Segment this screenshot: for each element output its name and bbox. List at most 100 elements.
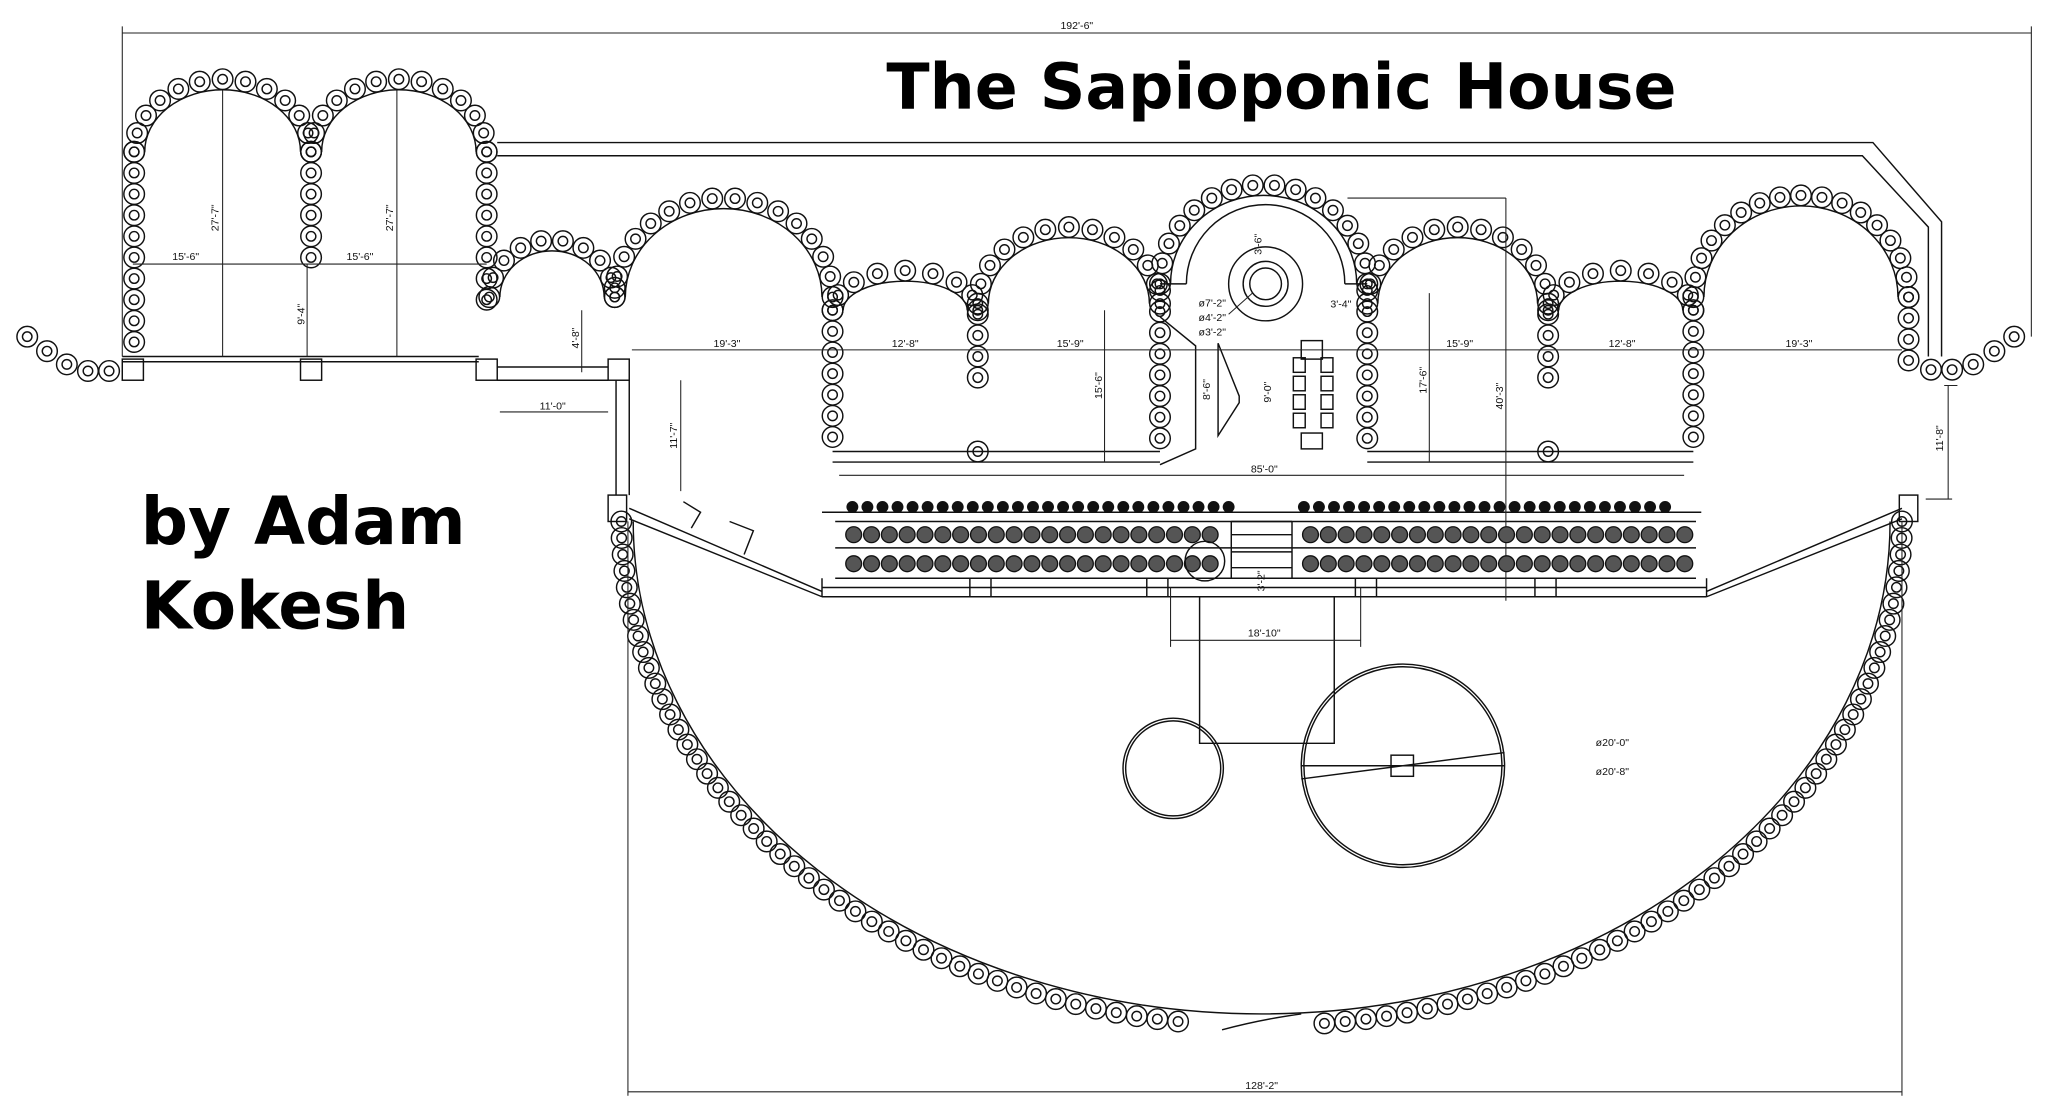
tire-outer: [1220, 178, 1243, 201]
tire-outer: [821, 425, 844, 449]
tire: [1682, 341, 1705, 364]
tire: [1824, 733, 1847, 756]
tire-inner: [1774, 191, 1786, 203]
tire: [1336, 214, 1359, 237]
tire-inner: [128, 294, 140, 306]
planter-dark: [1313, 501, 1325, 513]
tire-outer: [1148, 342, 1172, 365]
tire: [1849, 201, 1872, 224]
tire: [821, 404, 844, 427]
tire: [912, 938, 935, 961]
tire-outer: [123, 330, 146, 353]
tire: [1637, 262, 1660, 285]
tire-inner: [1662, 905, 1674, 917]
tire: [659, 703, 682, 726]
tire-inner: [1666, 276, 1678, 288]
planter-dark: [1583, 501, 1596, 513]
tire-outer: [993, 238, 1016, 261]
tree: [1184, 540, 1226, 582]
tire: [1148, 292, 1172, 315]
tire-outer: [618, 592, 641, 615]
tire-inner: [611, 270, 623, 282]
tire-outer: [624, 227, 647, 250]
tire-inner: [1830, 739, 1842, 751]
planter-dark: [1448, 501, 1461, 513]
dim-dia-inner: ø3'-2": [1199, 326, 1227, 338]
planter-dark: [951, 501, 964, 513]
tire-outer: [1423, 218, 1446, 241]
tire-outer: [1416, 997, 1439, 1020]
dim-pond-diameter-1: ø20'-0": [1596, 737, 1630, 749]
tire-outer: [76, 359, 99, 383]
arch-line: [499, 250, 605, 298]
plant: [1355, 526, 1373, 544]
tire-inner: [735, 809, 747, 821]
tire-outer: [783, 855, 806, 878]
dim-greenhouse-length: 85'-0": [1251, 464, 1278, 476]
tire-outer: [1558, 271, 1581, 294]
tire-inner: [279, 95, 291, 106]
dim-bottom-width: 128'-2": [1245, 1080, 1278, 1092]
tire-inner: [1172, 1016, 1184, 1027]
plant: [952, 555, 970, 573]
dim-left-arch-width-1: 15'-6": [172, 251, 199, 263]
tire: [978, 254, 1002, 277]
tire: [300, 204, 323, 227]
tire: [1609, 259, 1632, 282]
tire-inner: [643, 662, 655, 674]
tire-outer: [149, 89, 172, 112]
tire: [821, 362, 844, 385]
tire-inner: [1737, 848, 1749, 860]
tire-outer: [551, 230, 574, 253]
tire: [967, 962, 990, 985]
tire-outer: [921, 262, 944, 285]
tire-outer: [1783, 790, 1806, 813]
tire: [1688, 878, 1711, 901]
tire-outer: [821, 362, 844, 385]
planter-dark: [1087, 501, 1100, 513]
tire-outer: [894, 259, 917, 282]
planter-dark: [1463, 501, 1476, 513]
tire: [1815, 748, 1838, 771]
dim-hearth-gap: 3'-4": [1330, 299, 1351, 311]
tire-outer: [812, 878, 835, 901]
tire-outer: [1148, 363, 1172, 386]
tire: [492, 249, 515, 272]
tire: [613, 245, 636, 268]
tire-inner: [1874, 646, 1886, 658]
tire-inner: [1764, 823, 1776, 834]
planter-dark: [1011, 501, 1024, 513]
tire: [1025, 982, 1048, 1005]
tire-outer: [300, 183, 323, 206]
tire-outer: [1167, 1010, 1190, 1033]
planter-dark: [1388, 501, 1401, 513]
plant: [1148, 526, 1166, 544]
tire: [667, 718, 690, 741]
tire-outer: [1833, 718, 1856, 741]
tire-outer: [1263, 174, 1286, 197]
tire-inner: [656, 693, 668, 705]
dim-left-arch-width-2: 15'-6": [346, 251, 373, 263]
plant: [1462, 555, 1480, 573]
tire-inner: [672, 724, 684, 736]
plant: [1497, 526, 1516, 544]
author-line-2: Kokesh: [141, 567, 409, 644]
arch-line: [143, 89, 302, 152]
planter-dark: [1147, 501, 1160, 513]
tire: [1375, 1005, 1398, 1028]
tire-inner: [1154, 369, 1166, 381]
tire-outer: [1748, 192, 1771, 215]
tire-outer: [1103, 226, 1126, 249]
plant: [1604, 555, 1623, 573]
planter-dark: [936, 501, 949, 513]
tire-inner: [577, 242, 589, 254]
dimension-labels: 192'-6" 128'-2" 15'-6" 15'-6" 27'-7" 27'…: [172, 20, 1946, 1092]
tire: [701, 187, 724, 210]
planter-dark: [1117, 501, 1130, 513]
tire-outer: [821, 404, 844, 427]
tire-inner: [1309, 192, 1321, 204]
tire-outer: [300, 140, 323, 163]
planter-dark: [891, 501, 904, 513]
tire-outer: [475, 288, 498, 311]
tire-outer: [1690, 247, 1713, 270]
